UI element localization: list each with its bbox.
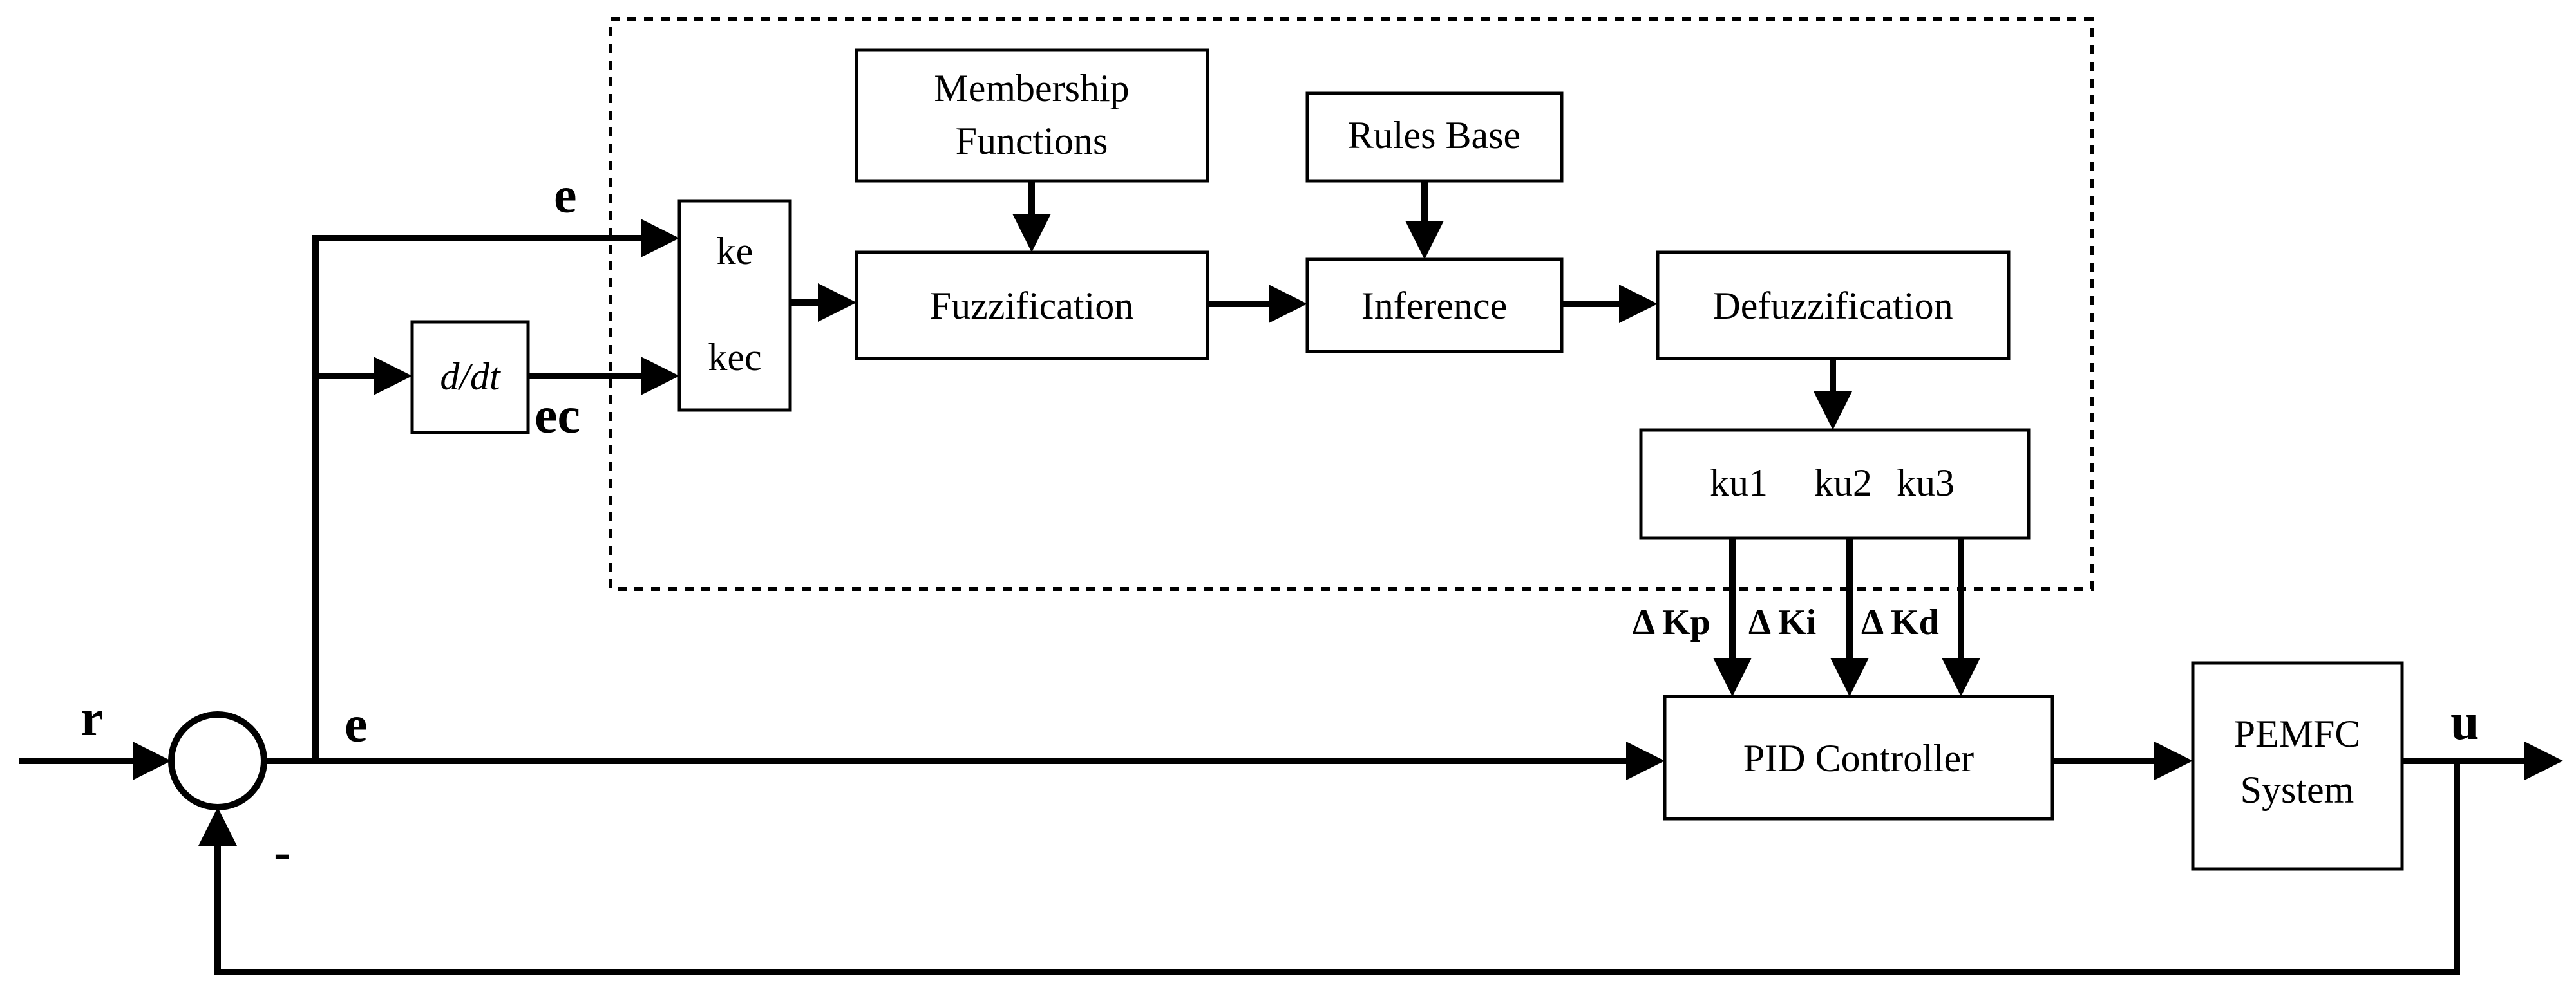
inference-label: Inference — [1361, 285, 1507, 327]
derivative-label: d/dt — [440, 355, 501, 398]
defuzzification-label: Defuzzification — [1712, 285, 1953, 327]
kec-label: kec — [708, 336, 761, 378]
fuzzification-label: Fuzzification — [930, 285, 1134, 327]
delta-kp-label: Δ Kp — [1633, 602, 1710, 642]
pid-controller-block: PID Controller — [1663, 695, 2054, 821]
output-label: u — [2450, 694, 2479, 751]
error-change-label: ec — [535, 388, 580, 444]
ke-label: ke — [717, 230, 753, 272]
pemfc-label-line2: System — [2240, 769, 2354, 811]
ku1-label: ku1 — [1710, 462, 1768, 504]
signal-lines — [19, 181, 2563, 975]
rules-base-block: Rules Base — [1305, 91, 1564, 183]
membership-functions-label-line1: Membership — [934, 67, 1129, 109]
pid-controller-label: PID Controller — [1743, 737, 1974, 780]
error-label-fuzzy: e — [554, 167, 577, 224]
output-scaling-block: ku1 ku2 ku3 — [1639, 428, 2031, 540]
inference-block: Inference — [1305, 257, 1564, 353]
reference-label: r — [80, 690, 104, 747]
pemfc-label-line1: PEMFC — [2234, 713, 2361, 755]
defuzzification-block: Defuzzification — [1656, 250, 2011, 360]
ku3-label: ku3 — [1897, 462, 1955, 504]
membership-functions-label-line2: Functions — [956, 120, 1108, 162]
delta-kd-label: Δ Kd — [1861, 602, 1939, 642]
fuzzification-block: Fuzzification — [855, 250, 1209, 360]
membership-functions-block: Membership Functions — [855, 48, 1209, 183]
feedback-line — [198, 761, 2460, 975]
pemfc-system-block: PEMFC System — [2191, 661, 2404, 871]
rules-base-label: Rules Base — [1348, 114, 1520, 156]
error-label-main: e — [345, 696, 368, 753]
derivative-block: d/dt — [410, 320, 530, 434]
ku2-label: ku2 — [1814, 462, 1872, 504]
summing-junction — [168, 711, 267, 810]
delta-ki-label: Δ Ki — [1748, 602, 1816, 642]
fuzzy-controller-boundary — [609, 17, 2094, 591]
scaling-factors-block: ke kec — [677, 199, 792, 412]
minus-sign: - — [274, 824, 291, 881]
